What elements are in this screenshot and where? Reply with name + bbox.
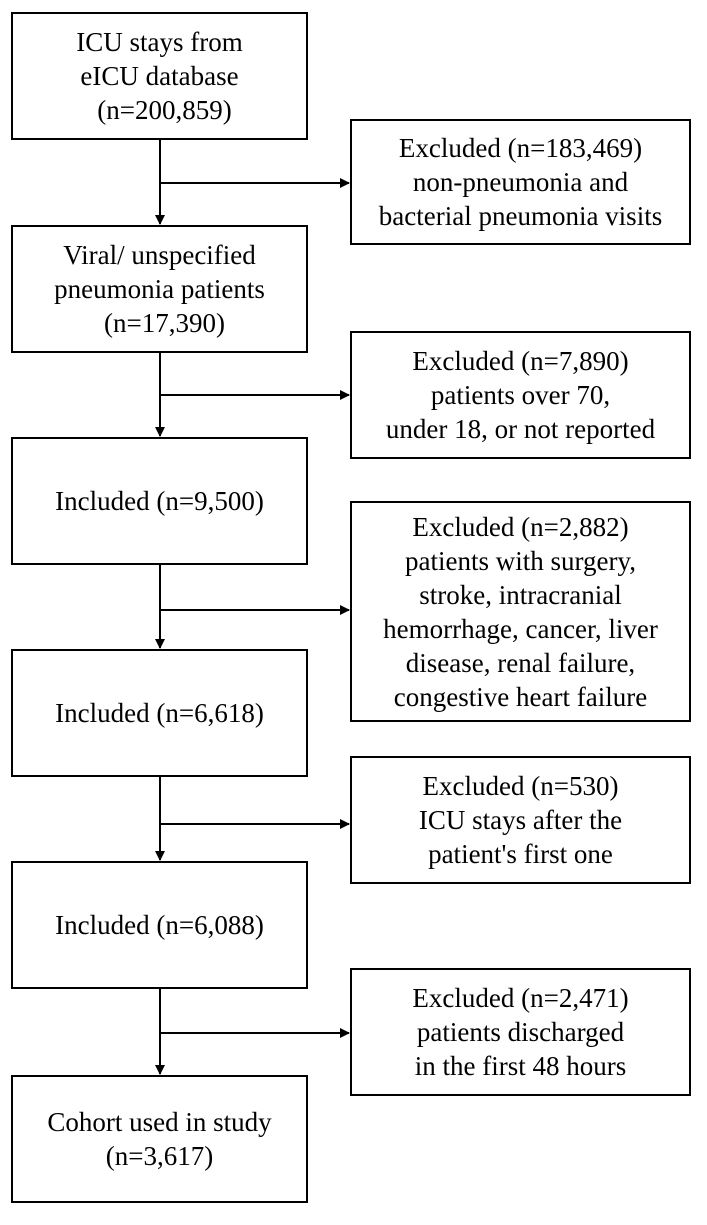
excluded-box-2: Excluded (n=7,890) patients over 70, und… [350, 331, 691, 459]
excluded-count: Excluded (n=2,882) [412, 511, 629, 542]
excluded-reason: patients with surgery, [405, 545, 636, 576]
box-count: (n=17,390) [104, 308, 225, 338]
excluded-reason: disease, renal failure, [405, 647, 636, 678]
excluded-reason: ICU stays after the [418, 805, 623, 835]
excluded-reason: non-pneumonia and [412, 167, 629, 197]
excluded-reason: stroke, intracranial [419, 579, 622, 610]
excluded-reason: bacterial pneumonia visits [378, 201, 663, 231]
excluded-box-4: Excluded (n=530) ICU stays after the pat… [350, 756, 691, 884]
included-box-2: Included (n=6,618) [11, 649, 308, 777]
excluded-count: Excluded (n=2,471) [412, 983, 629, 1013]
excluded-reason: patient's first one [428, 839, 613, 869]
box-line: ICU stays from [76, 27, 243, 57]
box-line: Included (n=9,500) [55, 486, 264, 516]
final-cohort-box: Cohort used in study (n=3,617) [11, 1075, 308, 1203]
pneumonia-patients-box: Viral/ unspecified pneumonia patients (n… [11, 225, 308, 353]
excluded-reason: in the first 48 hours [414, 1051, 627, 1081]
icu-stays-box: ICU stays from eICU database (n=200,859) [11, 12, 308, 140]
box-line: pneumonia patients [54, 274, 265, 304]
box-line: Included (n=6,618) [55, 698, 264, 728]
excluded-count: Excluded (n=530) [422, 771, 619, 801]
box-line: eICU database [80, 61, 239, 91]
excluded-reason: congestive heart failure [393, 681, 648, 712]
excluded-reason: under 18, or not reported [385, 414, 656, 444]
box-count: (n=3,617) [105, 1141, 214, 1171]
excluded-box-5: Excluded (n=2,471) patients discharged i… [350, 968, 691, 1096]
box-line: Viral/ unspecified [63, 240, 256, 270]
box-line: Cohort used in study [47, 1107, 272, 1137]
included-box-3: Included (n=6,088) [11, 861, 308, 989]
excluded-reason: patients discharged [416, 1017, 625, 1047]
excluded-box-3: Excluded (n=2,882) patients with surgery… [350, 501, 691, 722]
excluded-count: Excluded (n=7,890) [412, 346, 629, 376]
excluded-box-1: Excluded (n=183,469) non-pneumonia and b… [350, 119, 691, 245]
box-line: Included (n=6,088) [55, 910, 264, 940]
excluded-reason: patients over 70, [430, 380, 611, 410]
excluded-count: Excluded (n=183,469) [398, 133, 643, 163]
included-box-1: Included (n=9,500) [11, 437, 308, 565]
box-count: (n=200,859) [97, 95, 232, 125]
excluded-reason: hemorrhage, cancer, liver [383, 613, 658, 644]
